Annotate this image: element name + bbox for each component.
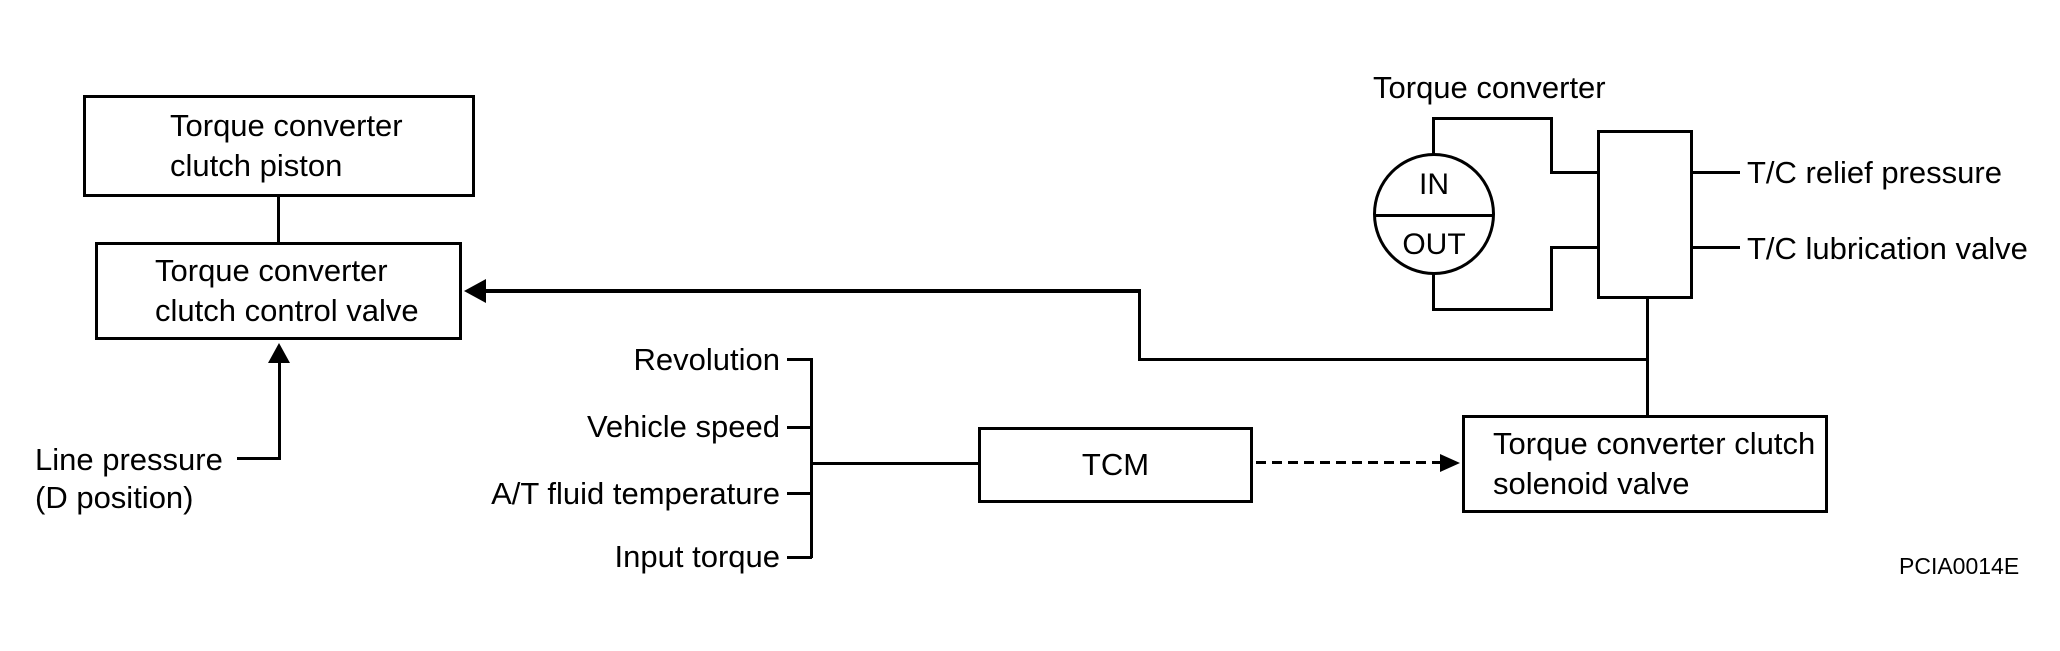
- label-torque-converter: Torque converter: [1373, 70, 1606, 105]
- torque-converter-in-label: IN: [1419, 168, 1449, 201]
- torque-converter-in-out-circle: IN OUT: [1373, 153, 1495, 275]
- bracket-to-tcm-line: [810, 462, 978, 465]
- label-input-revolution: Revolution: [633, 342, 780, 377]
- arrowhead-up-icon: [268, 343, 290, 363]
- control-valve-box-line2: clutch control valve: [155, 293, 419, 328]
- tc-relief-stub: [1691, 171, 1740, 174]
- input-tick-vehicle-speed: [787, 426, 812, 429]
- connector-piston-to-control-valve: [277, 197, 280, 242]
- label-tc-lubrication-valve: T/C lubrication valve: [1747, 231, 2028, 266]
- box-torque-converter-clutch-control-valve: Torque converter clutch control valve: [95, 242, 462, 340]
- label-input-torque: Input torque: [614, 539, 780, 574]
- label-input-vehicle-speed: Vehicle speed: [586, 409, 780, 444]
- tc-top-connector-h1: [1432, 117, 1552, 120]
- input-tick-at-fluid-temperature: [787, 492, 812, 495]
- tc-top-connector-v1: [1432, 118, 1435, 156]
- tc-bottom-connector-v2: [1550, 247, 1553, 311]
- label-input-at-fluid-temperature: A/T fluid temperature: [491, 476, 780, 511]
- piston-box-line2: clutch piston: [170, 148, 343, 183]
- feedback-arrow-drop: [1138, 291, 1141, 361]
- label-line-pressure: Line pressure: [35, 442, 223, 477]
- box-torque-converter-clutch-piston: Torque converter clutch piston: [83, 95, 475, 197]
- piston-box-line1: Torque converter: [170, 108, 403, 143]
- box-torque-converter-clutch-solenoid-valve: Torque converter clutch solenoid valve: [1462, 415, 1828, 513]
- circle-divider-line: [1374, 214, 1494, 217]
- tcm-box-label: TCM: [1081, 447, 1150, 482]
- solenoid-box-line2: solenoid valve: [1493, 466, 1690, 501]
- feedback-arrow-shaft: [482, 289, 1141, 293]
- label-d-position: (D position): [35, 480, 194, 515]
- tcm-to-solenoid-dashed-line: [1256, 461, 1441, 464]
- torque-converter-valve-body: [1597, 130, 1693, 299]
- arrowhead-left-icon: [464, 279, 486, 303]
- input-tick-revolution: [787, 358, 812, 361]
- tc-top-connector-v2: [1550, 117, 1553, 174]
- feedback-arrow-junction: [1138, 358, 1649, 361]
- arrowhead-right-icon: [1440, 454, 1460, 472]
- box-tcm: TCM: [978, 427, 1253, 503]
- tc-bottom-connector-h1: [1432, 308, 1552, 311]
- torque-converter-out-label: OUT: [1402, 227, 1466, 261]
- line-pressure-arrow-horizontal: [237, 457, 281, 460]
- input-bracket: [810, 358, 813, 558]
- tc-lubrication-stub: [1691, 246, 1740, 249]
- control-valve-box-line1: Torque converter: [155, 253, 388, 288]
- solenoid-box-line1: Torque converter clutch: [1493, 426, 1816, 461]
- input-tick-input-torque: [787, 556, 812, 559]
- label-tc-relief-pressure: T/C relief pressure: [1747, 155, 2002, 190]
- line-pressure-arrow-vertical: [278, 358, 281, 460]
- figure-code: PCIA0014E: [1899, 553, 2020, 579]
- valve-body-to-solenoid-line: [1646, 299, 1649, 415]
- tc-bottom-connector-v1: [1432, 273, 1435, 311]
- tc-top-connector-h2: [1550, 171, 1597, 174]
- tc-bottom-connector-h2: [1550, 246, 1597, 249]
